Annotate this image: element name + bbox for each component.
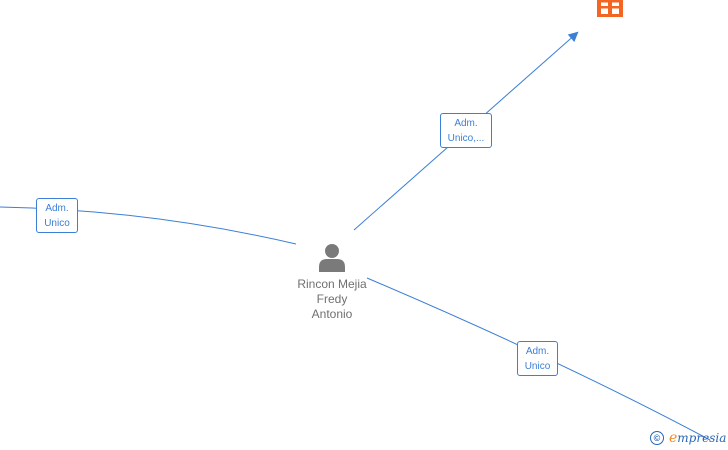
copyright-icon: © [650,431,664,445]
edge-label-line: Unico [524,361,551,372]
edge-label-line: Unico [44,218,70,229]
person-name-line: Fredy [316,292,348,306]
person-name-line: Antonio [311,307,353,321]
person-name[interactable]: Rincon Mejia Fredy Antonio [290,277,374,322]
edge-label-line: Adm. [525,346,550,357]
edge-label-line: Adm. [45,203,69,214]
person-name-line: Rincon Mejia [297,277,367,291]
edge-label-line: Adm. [454,118,478,129]
edge-label-left[interactable]: Adm. Unico [36,198,78,233]
edge-label-top-right[interactable]: Adm. Unico,... [440,113,492,148]
brand-watermark: © empresia [650,430,726,446]
edge-label-line: Unico,... [447,133,485,144]
person-node[interactable]: Rincon Mejia Fredy Antonio [290,242,374,322]
building-icon[interactable] [594,0,626,23]
brand-logo-initial: e [669,430,678,446]
person-icon [319,244,345,272]
edge-label-bottom-right[interactable]: Adm. Unico [517,341,558,376]
brand-logo: empresia [669,430,726,446]
brand-logo-rest: mpresia [677,431,727,445]
